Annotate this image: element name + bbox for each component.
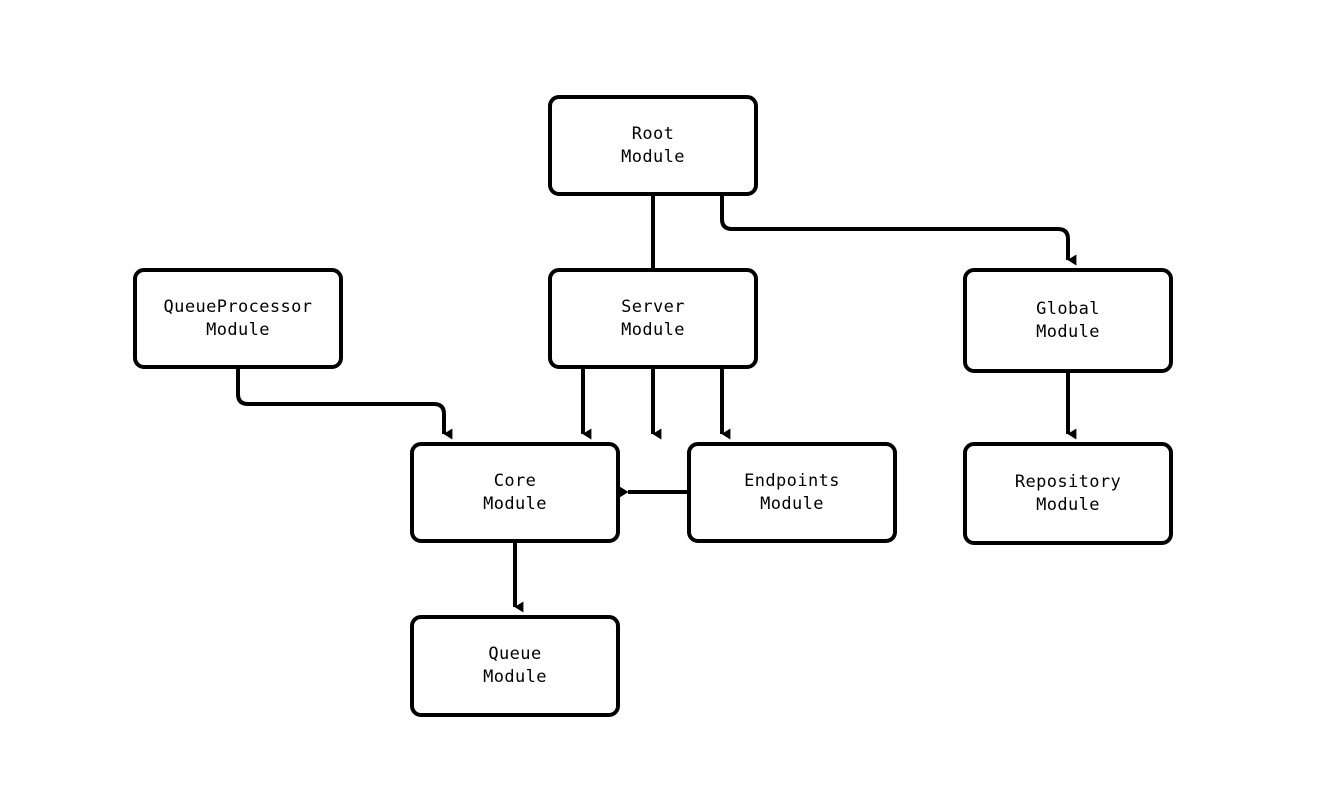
node-queueprocessor-module-suffix: Module <box>206 319 270 340</box>
node-endpoints-module-suffix: Module <box>760 493 824 514</box>
node-server-module-name: Server <box>621 296 685 317</box>
node-queue-module-suffix: Module <box>483 667 547 687</box>
node-endpoints-module-name: Endpoints <box>744 470 840 491</box>
node-root-module-name: Root <box>631 123 675 144</box>
node-global-module-name: Global <box>1036 298 1100 319</box>
node-global-module[interactable]: Global Module <box>963 268 1173 373</box>
node-repository-module-name: Repository <box>1014 471 1122 492</box>
node-server-module[interactable]: Server Module <box>548 268 758 369</box>
node-queue-module[interactable]: Queue Module <box>410 615 620 717</box>
node-core-module-name: Core <box>493 470 537 491</box>
node-root-module-suffix: Module <box>621 146 685 167</box>
edge-queueprocessor-to-core <box>236 369 453 440</box>
node-core-module[interactable]: Core Module <box>410 442 620 543</box>
edge-root-to-global <box>720 196 1077 266</box>
node-core-module-suffix: Module <box>483 493 547 514</box>
node-server-module-suffix: Module <box>621 319 685 340</box>
node-endpoints-module[interactable]: Endpoints Module <box>687 442 897 543</box>
node-repository-module-suffix: Module <box>1036 494 1100 515</box>
node-queueprocessor-module-name: QueueProcessor <box>163 296 313 317</box>
node-global-module-suffix: Module <box>1036 321 1100 342</box>
node-repository-module[interactable]: Repository Module <box>963 442 1173 545</box>
node-queueprocessor-module[interactable]: QueueProcessor Module <box>133 268 343 369</box>
node-root-module[interactable]: Root Module <box>548 95 758 196</box>
node-queue-module-name: Queue <box>488 644 542 664</box>
